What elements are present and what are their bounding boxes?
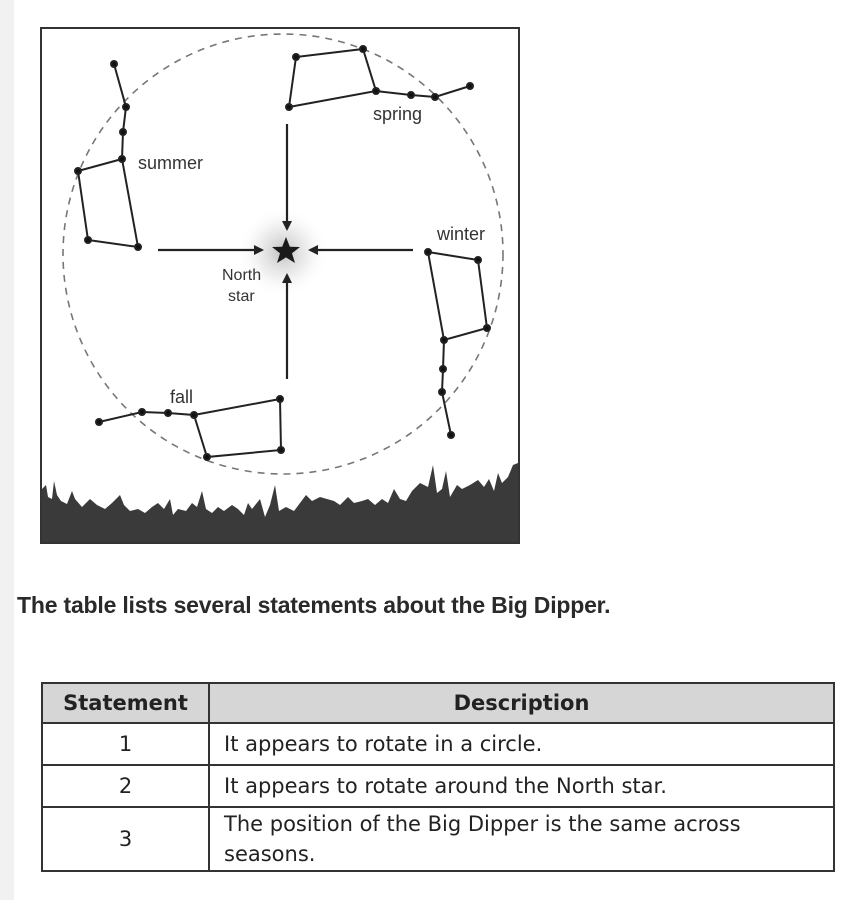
statement-description: The position of the Big Dipper is the sa… <box>208 806 835 872</box>
dipper-spring-lines <box>288 47 378 108</box>
dipper-summer-star <box>74 167 82 175</box>
dipper-winter-star <box>440 336 448 344</box>
dipper-fall-star <box>138 408 146 416</box>
table-header-row: Statement Description <box>41 682 835 724</box>
dipper-spring-handle <box>375 85 471 99</box>
dipper-fall-star <box>95 418 103 426</box>
dipper-winter-lines <box>427 251 489 342</box>
dipper-winter-star <box>424 248 432 256</box>
label-spring: spring <box>373 104 422 124</box>
dipper-summer-star <box>122 103 130 111</box>
dipper-summer-star <box>119 128 127 136</box>
dipper-spring-star <box>292 53 300 61</box>
table-row: 2 It appears to rotate around the North … <box>41 764 835 808</box>
ground-silhouette <box>42 463 518 542</box>
dipper-spring-star <box>359 45 367 53</box>
dipper-summer-star <box>118 155 126 163</box>
dipper-spring-star <box>285 103 293 111</box>
dipper-fall-star <box>203 453 211 461</box>
statement-number: 2 <box>41 764 210 808</box>
dipper-summer-handle <box>113 63 128 160</box>
table-row: 3 The position of the Big Dipper is the … <box>41 806 835 872</box>
table-row: 1 It appears to rotate in a circle. <box>41 722 835 766</box>
dipper-winter <box>424 248 491 439</box>
dipper-fall-star <box>277 446 285 454</box>
label-winter: winter <box>436 224 485 244</box>
dipper-fall-star <box>190 411 198 419</box>
dipper-fall-lines <box>193 397 283 459</box>
table-header-description: Description <box>208 682 835 724</box>
statement-description: It appears to rotate around the North st… <box>208 764 835 808</box>
table-header-statement: Statement <box>41 682 210 724</box>
dipper-spring-star <box>372 87 380 95</box>
statement-number: 1 <box>41 722 210 766</box>
dipper-fall-handle <box>98 410 195 423</box>
dipper-spring <box>285 45 474 111</box>
dipper-spring-star <box>407 91 415 99</box>
dipper-summer-star <box>134 243 142 251</box>
dipper-summer-lines <box>76 158 140 249</box>
dipper-fall-star <box>164 409 172 417</box>
dipper-summer-star <box>110 60 118 68</box>
statement-number: 3 <box>41 806 210 872</box>
dipper-winter-star <box>438 388 446 396</box>
dipper-fall-star <box>276 395 284 403</box>
label-north-star-line1: North <box>222 267 261 284</box>
orbit-circle <box>62 33 504 475</box>
dipper-summer-star <box>84 236 92 244</box>
north-star-icon <box>272 237 300 263</box>
label-fall: fall <box>170 387 193 407</box>
statement-description: It appears to rotate in a circle. <box>208 722 835 766</box>
left-margin-strip <box>0 0 14 900</box>
question-prompt: The table lists several statements about… <box>17 592 611 618</box>
dipper-winter-star <box>447 431 455 439</box>
dipper-winter-handle <box>440 339 452 436</box>
dipper-winter-star <box>474 256 482 264</box>
statement-table: Statement Description 1 It appears to ro… <box>41 682 835 872</box>
dipper-fall <box>95 395 285 461</box>
label-north-star-line2: star <box>228 288 255 305</box>
label-summer: summer <box>138 153 203 173</box>
dipper-spring-star <box>466 82 474 90</box>
arrows <box>158 124 413 379</box>
dipper-winter-star <box>483 324 491 332</box>
dipper-winter-star <box>439 365 447 373</box>
dipper-spring-star <box>431 93 439 101</box>
big-dipper-svg: spring summer winter fall North star <box>42 33 518 542</box>
dipper-summer <box>74 60 142 251</box>
big-dipper-diagram: spring summer winter fall North star <box>40 27 520 544</box>
